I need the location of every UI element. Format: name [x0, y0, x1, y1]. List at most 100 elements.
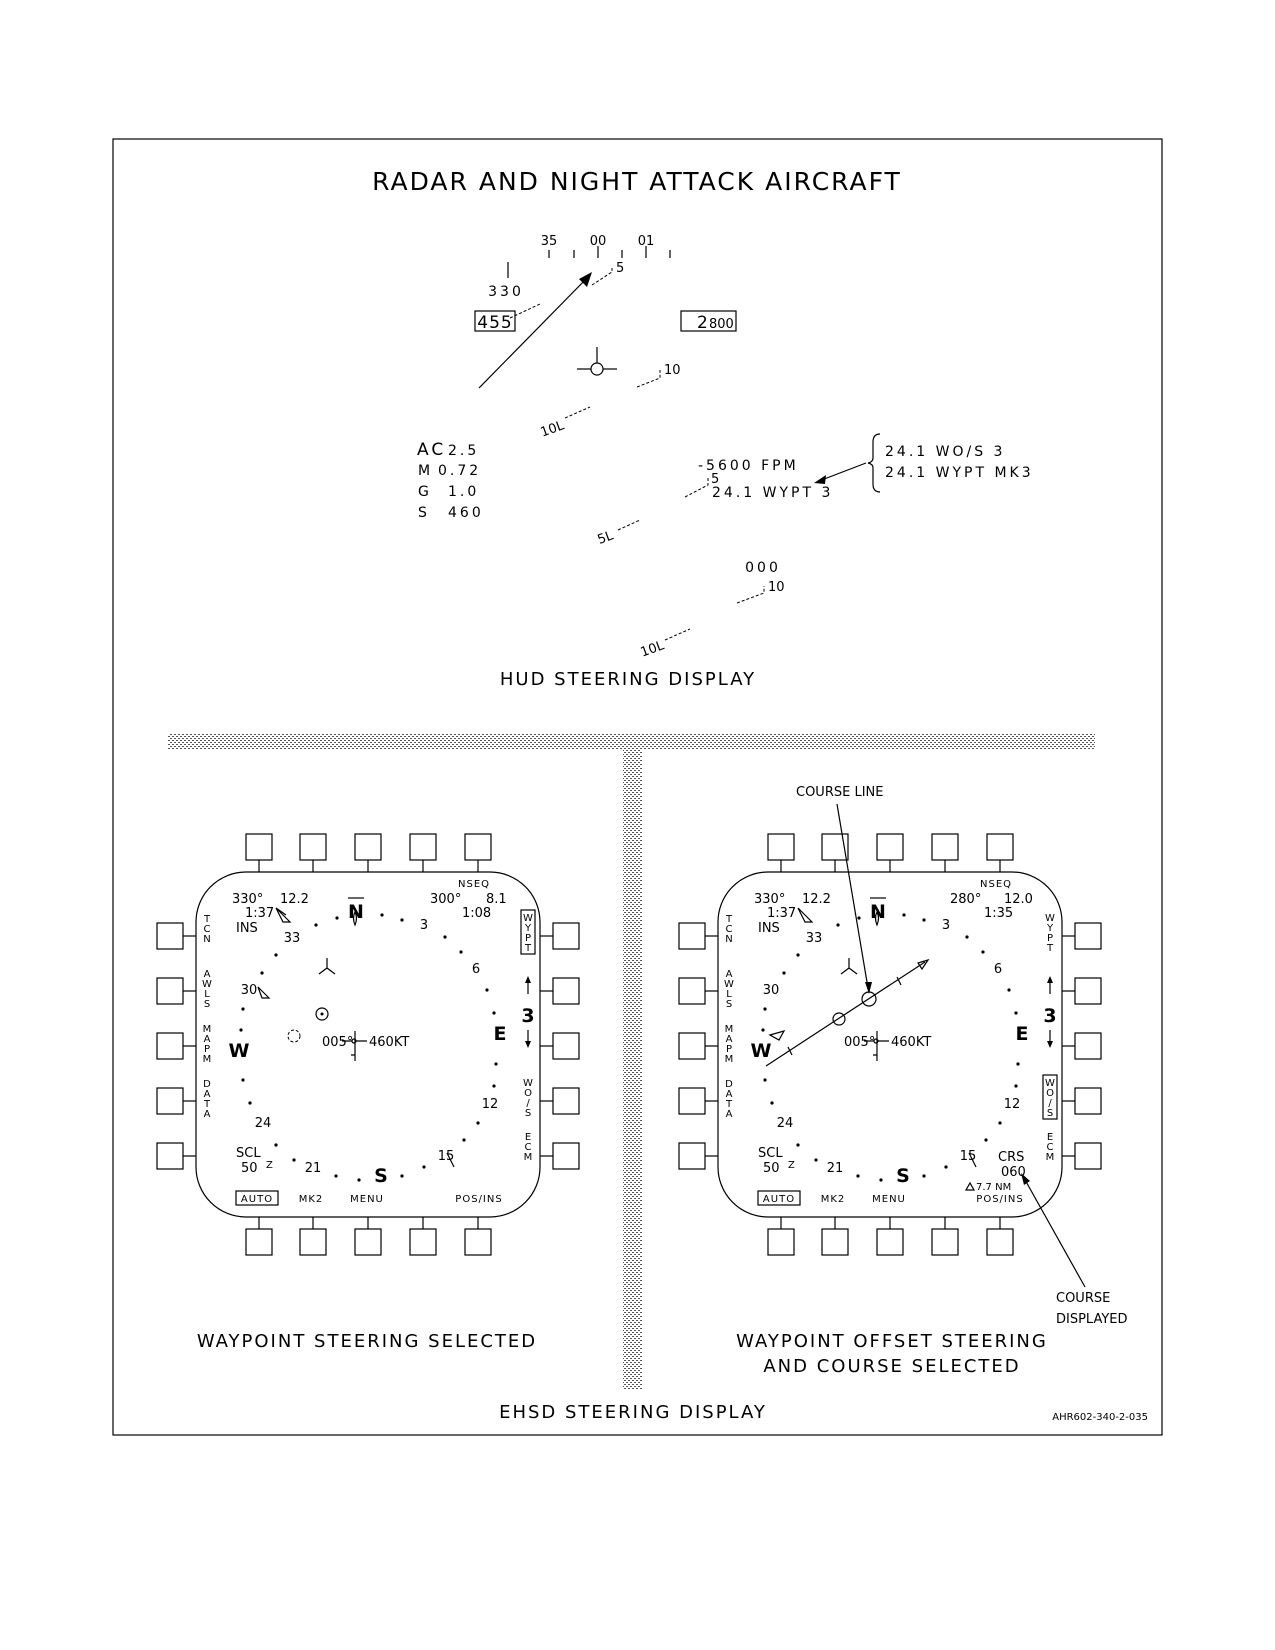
- callout-course-displayed-2: DISPLAYED: [1056, 1312, 1128, 1327]
- bottom-heading: 000: [745, 560, 781, 576]
- pb-bottom-3[interactable]: [876, 1228, 904, 1256]
- pitch-label-5-upper: 5: [616, 261, 624, 276]
- pb-left-4[interactable]: [678, 1087, 706, 1115]
- left-tl-nav: INS: [236, 921, 258, 936]
- pb-right-3[interactable]: [552, 1032, 580, 1060]
- pb-top-3[interactable]: [354, 833, 382, 861]
- pb-bottom-5[interactable]: [986, 1228, 1014, 1256]
- pb-bottom-4[interactable]: [409, 1228, 437, 1256]
- pb-left-1[interactable]: [678, 922, 706, 950]
- right-wos-box[interactable]: [1042, 1074, 1058, 1120]
- pb-left-1[interactable]: [156, 922, 184, 950]
- right-bottom-posins: POS/INS: [976, 1194, 1023, 1205]
- left-compass-n: N: [348, 901, 364, 923]
- pitch-line-5l: [617, 519, 641, 531]
- pb-left-2[interactable]: [678, 977, 706, 1005]
- left-display-bezel: [195, 871, 541, 1218]
- right-tl-bearing: 330°: [754, 892, 785, 907]
- pb-right-5[interactable]: [552, 1142, 580, 1170]
- right-steering-number: 3: [1043, 1005, 1056, 1027]
- pb-top-2[interactable]: [299, 833, 327, 861]
- left-tick-3: 3: [420, 918, 428, 933]
- left-tick-12: 12: [482, 1097, 499, 1112]
- right-lubber-line: [968, 1152, 977, 1168]
- pb-bottom-4[interactable]: [931, 1228, 959, 1256]
- pb-left-2[interactable]: [156, 977, 184, 1005]
- pb-bottom-2[interactable]: [299, 1228, 327, 1256]
- pb-bottom-1[interactable]: [245, 1228, 273, 1256]
- pb-right-2[interactable]: [1074, 977, 1102, 1005]
- right-tick-33: 33: [806, 931, 823, 946]
- airspeed-box: [474, 310, 516, 332]
- right-tr-distance: 12.0: [1004, 892, 1033, 907]
- pb-left-4[interactable]: [156, 1087, 184, 1115]
- hud-readouts: AC 2.5 M 0.72 G 1.0 S 460: [417, 440, 481, 521]
- right-tick-24: 24: [777, 1116, 794, 1131]
- right-waypoint-symbol-a: [797, 907, 814, 923]
- pb-top-5[interactable]: [986, 833, 1014, 861]
- pb-right-5[interactable]: [1074, 1142, 1102, 1170]
- command-heading-value: 330: [488, 284, 524, 300]
- pb-left-5[interactable]: [678, 1142, 706, 1170]
- pb-top-5[interactable]: [464, 833, 492, 861]
- left-tacan-symbol: [318, 958, 336, 975]
- left-bottom-auto: AUTO: [241, 1194, 273, 1205]
- pb-right-2[interactable]: [552, 977, 580, 1005]
- right-display-bezel: [717, 871, 1063, 1218]
- right-tacan-symbol: [840, 958, 858, 975]
- left-compass-e: E: [494, 1023, 507, 1045]
- callout-course-displayed-leader: [1023, 1177, 1086, 1288]
- right-scale-label: SCL: [758, 1146, 783, 1161]
- left-auto-box[interactable]: [235, 1190, 279, 1206]
- callout-wypt-mark: 24.1 WYPT MK3: [885, 465, 1034, 481]
- readout-s-label: S: [418, 505, 430, 521]
- pb-left-3[interactable]: [156, 1032, 184, 1060]
- left-heading-value: 005°: [322, 1035, 353, 1050]
- waypoint-readout: 24.1 WYPT 3: [712, 485, 833, 501]
- left-wypt-box[interactable]: [520, 909, 536, 955]
- right-offset-target: [832, 1012, 846, 1026]
- right-nseq: NSEQ: [980, 879, 1012, 890]
- left-tick-6: 6: [472, 962, 480, 977]
- altitude-thousands: 2: [697, 313, 711, 333]
- altitude-box: [680, 310, 737, 332]
- pitch-line-5-left: [509, 303, 541, 319]
- pb-bottom-5[interactable]: [464, 1228, 492, 1256]
- right-scale-unit: Z: [788, 1160, 795, 1171]
- left-scale-value: 50: [241, 1161, 258, 1176]
- left-tr-distance: 8.1: [486, 892, 507, 907]
- horizontal-divider: [168, 734, 1095, 750]
- right-auto-box[interactable]: [757, 1190, 801, 1206]
- pb-bottom-1[interactable]: [767, 1228, 795, 1256]
- vertical-divider: [623, 750, 642, 1390]
- pb-right-4[interactable]: [1074, 1087, 1102, 1115]
- left-offset-target: [287, 1029, 301, 1043]
- pb-top-4[interactable]: [409, 833, 437, 861]
- pb-top-1[interactable]: [767, 833, 795, 861]
- pb-left-3[interactable]: [678, 1032, 706, 1060]
- pb-right-3[interactable]: [1074, 1032, 1102, 1060]
- right-heading-value: 005°: [844, 1035, 875, 1050]
- pitch-label-10-right: 10: [664, 363, 681, 378]
- left-heading-marker: [352, 910, 358, 927]
- pb-top-1[interactable]: [245, 833, 273, 861]
- right-pushbuttons: [678, 833, 1102, 1256]
- pb-bottom-3[interactable]: [354, 1228, 382, 1256]
- callout-wos: 24.1 WO/S 3: [885, 444, 1005, 460]
- figure-frame: [112, 138, 1163, 1436]
- pb-right-1[interactable]: [1074, 922, 1102, 950]
- pb-top-3[interactable]: [876, 833, 904, 861]
- pb-top-4[interactable]: [931, 833, 959, 861]
- pb-bottom-2[interactable]: [821, 1228, 849, 1256]
- left-compass-rose: N E S W 3 6 12 15 21 24 30 33: [229, 897, 507, 1187]
- readout-alpha-value: 2.5: [448, 443, 479, 459]
- pb-right-1[interactable]: [552, 922, 580, 950]
- right-compass-rose: N E S W 3 6 12 15 21 24 30 33: [751, 897, 1028, 1187]
- left-tl-distance: 12.2: [280, 892, 309, 907]
- pb-right-4[interactable]: [552, 1087, 580, 1115]
- pb-left-5[interactable]: [156, 1142, 184, 1170]
- figure-id: AHR602-340-2-035: [1052, 1412, 1148, 1423]
